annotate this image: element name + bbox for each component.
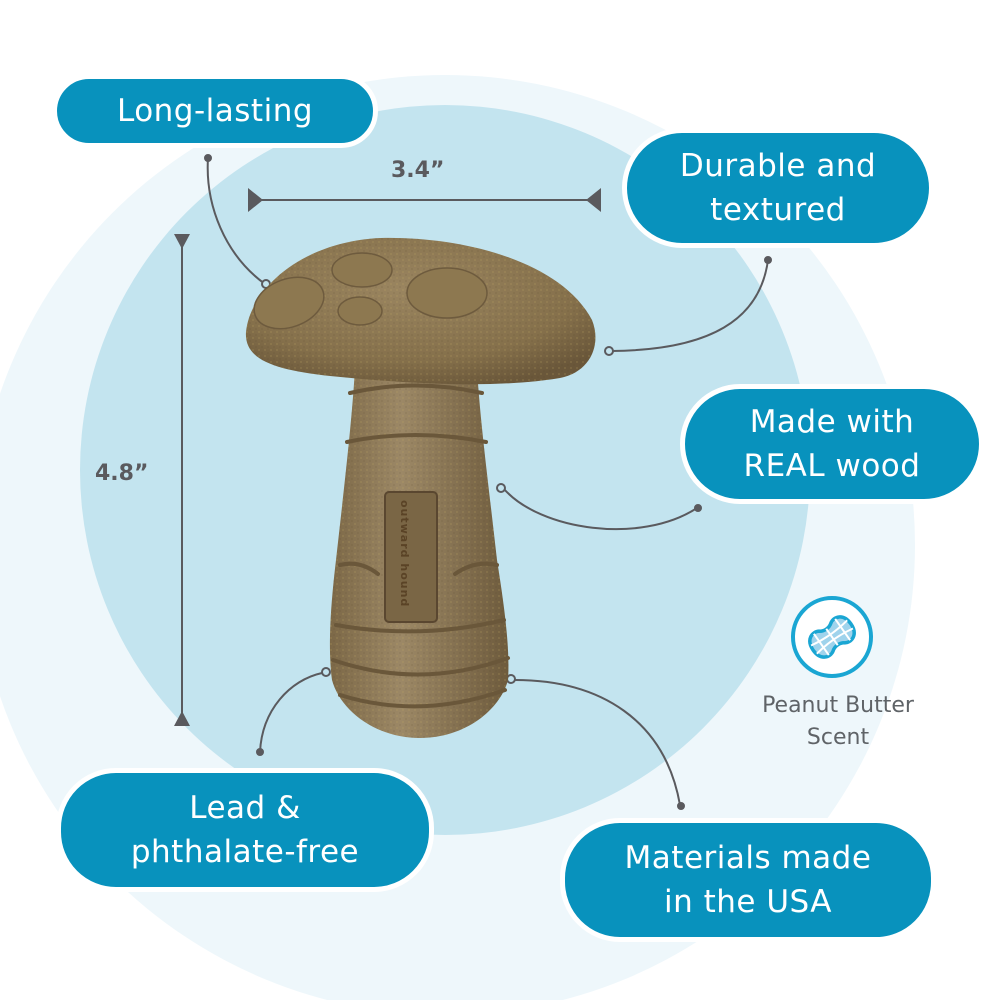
feature-durable-line-1: Durable and (679, 148, 877, 184)
connector-real-wood (496, 483, 702, 531)
feature-real-wood-line-2: REAL wood (743, 448, 921, 484)
feature-usa-line-2: in the USA (664, 884, 832, 920)
width-dimension-line (248, 188, 601, 212)
feature-lead-free-line-2: phthalate-free (130, 834, 360, 870)
feature-usa-line-1: Materials made (624, 840, 872, 876)
brand-line-1: outward (398, 500, 411, 559)
brand-line-2: hound (398, 563, 411, 608)
feature-lead-free-line-1: Lead & (189, 790, 301, 826)
feature-real-wood: Made with REAL wood (680, 384, 984, 504)
height-dimension-line (174, 234, 190, 726)
height-dimension-label: 4.8” (95, 461, 149, 486)
peanut-icon (791, 596, 873, 678)
feature-made-in-usa: Materials made in the USA (560, 818, 936, 942)
feature-real-wood-line-1: Made with (749, 404, 915, 440)
feature-long-lasting: Long-lasting (52, 74, 378, 148)
scent-label: Peanut Butter Scent (718, 690, 958, 754)
width-dimension-label: 3.4” (391, 158, 445, 183)
scent-line-1: Peanut Butter (762, 693, 914, 718)
feature-long-lasting-text: Long-lasting (116, 93, 314, 129)
scent-line-2: Scent (806, 725, 870, 750)
connector-long-lasting (204, 154, 271, 289)
connector-durable (604, 256, 772, 356)
feature-durable-line-2: textured (710, 192, 846, 228)
feature-lead-free: Lead & phthalate-free (56, 768, 434, 892)
connector-lead-free (256, 667, 331, 756)
feature-durable-textured: Durable and textured (622, 128, 934, 248)
brand-logo: outward hound (398, 500, 411, 618)
